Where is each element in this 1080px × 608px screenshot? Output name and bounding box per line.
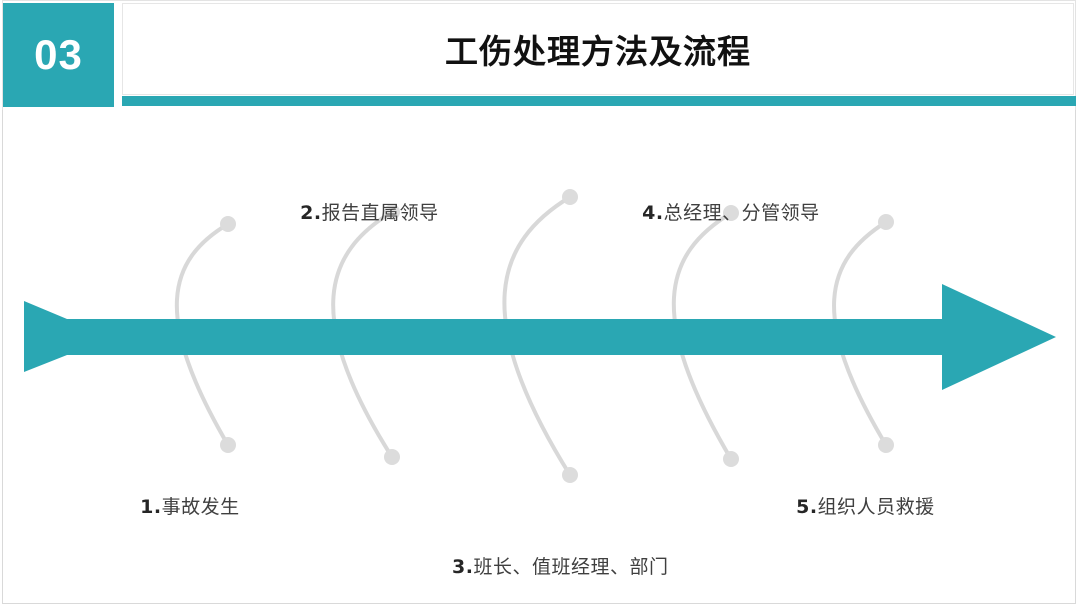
process-arrow	[24, 284, 1056, 390]
bone-arc-1	[174, 222, 230, 447]
bone-arc-4	[671, 211, 733, 461]
bone-dot-1-top	[220, 216, 236, 232]
step-number-1: 1.	[140, 496, 162, 518]
fishbone-svg	[24, 189, 1056, 483]
step-label-3-line1: 3.班长、值班经理、部门	[452, 552, 668, 582]
bone-dot-3-top	[562, 189, 578, 205]
section-number-block: 03	[3, 3, 114, 107]
bone-dot-2-top	[384, 204, 400, 220]
bone-dots	[220, 189, 894, 483]
bone-dot-5-top	[878, 214, 894, 230]
step-text-4: 总经理、分管领导	[663, 202, 820, 224]
bone-dot-4-top	[723, 205, 739, 221]
bone-arc-5	[832, 220, 888, 447]
slide-header: 03 工伤处理方法及流程	[0, 0, 1080, 110]
step-text-3: 班长、值班经理、部门	[473, 556, 669, 578]
step-text-2: 报告直属领导	[321, 202, 439, 224]
section-number: 03	[34, 31, 83, 78]
step-number-4: 4.	[642, 202, 664, 224]
title-box: 工伤处理方法及流程	[122, 3, 1074, 95]
bone-dot-3-bottom	[562, 467, 578, 483]
step-text-5: 组织人员救援	[817, 496, 935, 518]
step-number-3: 3.	[452, 556, 474, 578]
bone-arc-2	[331, 210, 394, 459]
step-text-1: 事故发生	[161, 496, 240, 518]
step-label-5: 5.组织人员救援	[770, 462, 935, 552]
fishbone-diagram	[0, 110, 1080, 608]
bone-dot-4-bottom	[723, 451, 739, 467]
step-label-2: 2.报告直属领导	[274, 168, 439, 258]
step-label-3: 3.班长、值班经理、部门 经理、安全主任	[452, 492, 668, 608]
step-number-2: 2.	[300, 202, 322, 224]
header-accent-bar	[122, 96, 1076, 106]
bone-dot-5-bottom	[878, 437, 894, 453]
bone-arcs	[174, 195, 888, 477]
bone-arc-3	[502, 195, 572, 477]
step-label-4: 4.总经理、分管领导	[616, 168, 820, 258]
bone-dot-1-bottom	[220, 437, 236, 453]
step-number-5: 5.	[796, 496, 818, 518]
page-title: 工伤处理方法及流程	[445, 32, 751, 71]
bone-dot-2-bottom	[384, 449, 400, 465]
step-label-1: 1.事故发生	[114, 462, 240, 552]
